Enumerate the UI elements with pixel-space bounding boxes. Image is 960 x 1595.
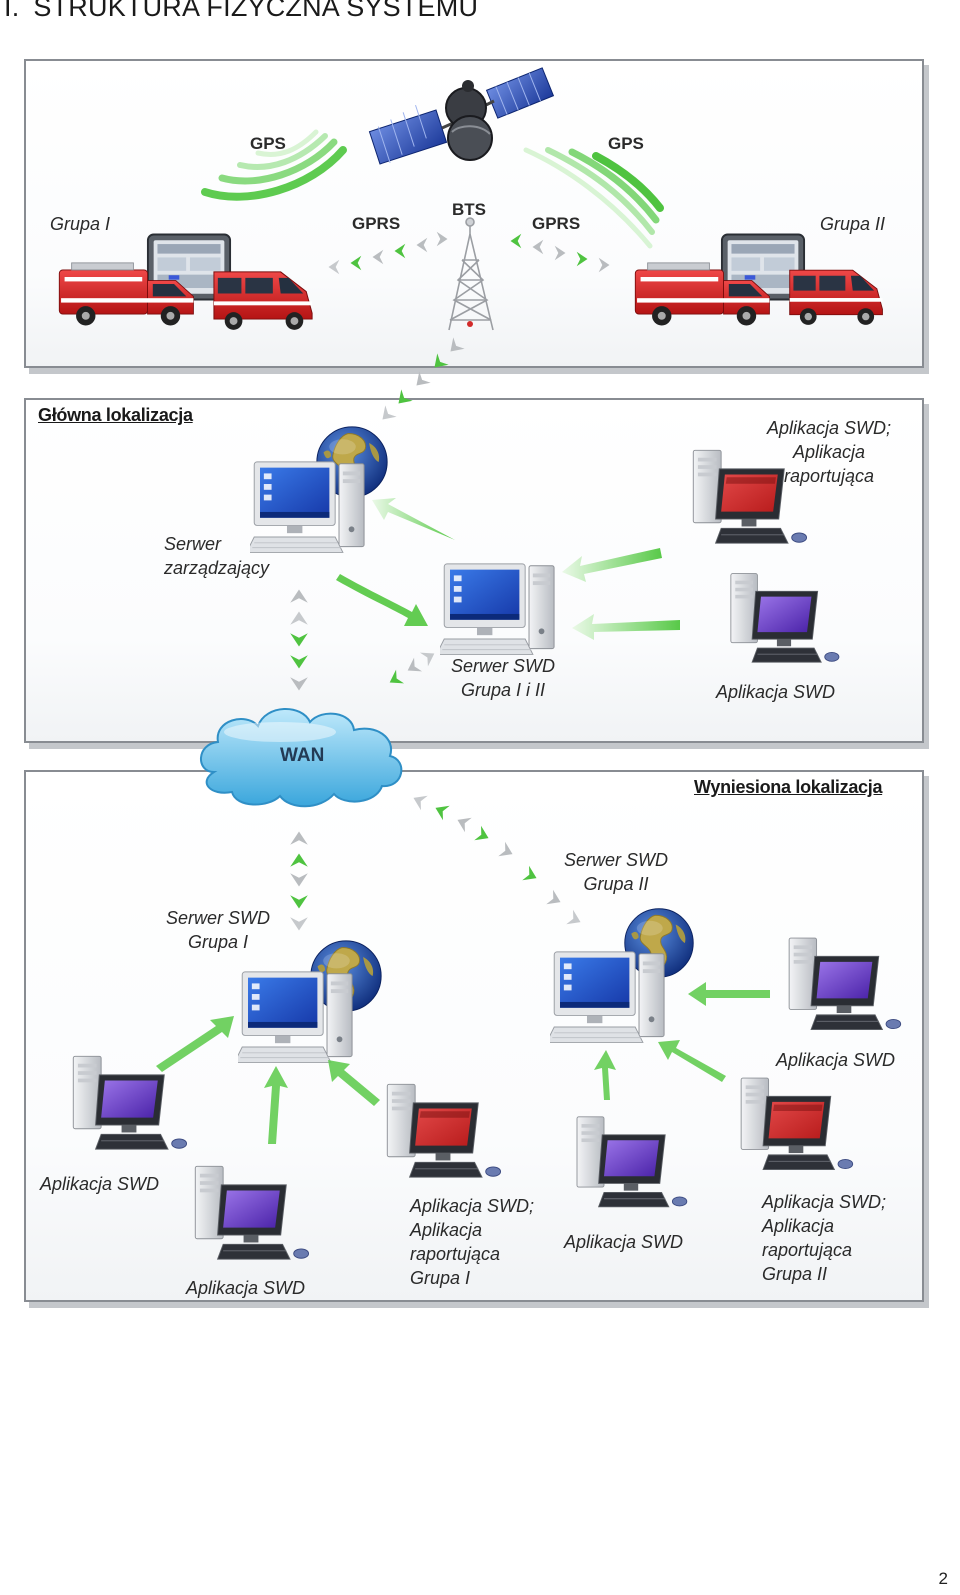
app-swd-label: Aplikacja SWD	[186, 1278, 306, 1298]
app-swd-label: Aplikacja SWD	[716, 682, 836, 702]
workstation-swd-icon	[788, 937, 902, 1030]
wan-label: WAN	[280, 745, 325, 766]
app-reporting-label: Aplikacja SWD; Aplikacja raportująca	[766, 418, 892, 486]
gps-signal-right	[523, 147, 664, 249]
gprs-chevrons-left	[328, 231, 448, 275]
app-reporting-group1-label: Aplikacja SWD; Aplikacja raportująca Gru…	[410, 1196, 535, 1288]
swd-server-icon	[440, 563, 555, 655]
vehicle-group-right	[634, 233, 883, 326]
van-icon	[213, 271, 313, 331]
van-icon	[789, 269, 883, 326]
gprs-label-right: GPRS	[532, 214, 581, 233]
bts-link-chevrons	[376, 337, 465, 426]
workstation-swd-icon	[576, 1116, 688, 1208]
workstation-swd-icon	[194, 1165, 310, 1260]
page-number: 2	[938, 1569, 948, 1588]
swd-server-group2-icon	[550, 951, 665, 1043]
app-swd-label: Aplikacja SWD	[40, 1174, 160, 1194]
main-location-title: Główna lokalizacja	[38, 405, 193, 425]
satellite-icon	[368, 67, 555, 165]
heading-number: I.	[4, 0, 20, 22]
workstation-reporting-icon	[740, 1077, 854, 1170]
gprs-label-left: GPRS	[352, 214, 401, 233]
workstation-swd-icon	[72, 1055, 188, 1150]
swd-server-label: Serwer SWD Grupa I i II	[450, 656, 555, 700]
group-label-left: Grupa I	[50, 214, 111, 234]
workstation-swd-icon	[730, 573, 840, 663]
app-reporting-group2-label: Aplikacja SWD; Aplikacja raportująca Gru…	[762, 1192, 887, 1284]
swd-wan-chevrons	[385, 646, 439, 690]
remote-location-title: Wyniesiona lokalizacja	[694, 777, 883, 797]
panel-remote-location	[24, 770, 924, 1302]
app-swd-label: Aplikacja SWD	[776, 1050, 896, 1070]
bts-tower-icon	[448, 217, 494, 331]
wan-cloud-icon	[200, 708, 403, 808]
gps-label-left: GPS	[250, 134, 286, 153]
gprs-chevrons-right	[510, 233, 610, 273]
app-swd-label: Aplikacja SWD	[564, 1232, 684, 1252]
remote-data-arrows	[156, 982, 770, 1144]
server-group2-label: Serwer SWD Grupa II	[563, 850, 668, 894]
group-label-right: Grupa II	[820, 214, 886, 234]
swd-server-group1-icon	[238, 971, 353, 1063]
main-data-arrows	[336, 498, 680, 640]
vehicle-group-left	[58, 233, 313, 331]
page-heading: I. STRUKTURA FIZYCZNA SYSTEMU	[4, 0, 478, 23]
gps-signal-left	[201, 129, 347, 201]
heading-title: STRUKTURA FIZYCZNA SYSTEMU	[33, 0, 479, 22]
mgmt-wan-chevrons	[290, 589, 308, 691]
server-group1-label: Serwer SWD Grupa I	[165, 908, 270, 952]
management-server-label: Serwer zarządzający	[164, 534, 270, 578]
gps-label-right: GPS	[608, 134, 644, 153]
wan-group1-chevrons	[290, 831, 308, 931]
workstation-reporting-icon	[386, 1083, 502, 1178]
bts-label: BTS	[452, 200, 486, 219]
